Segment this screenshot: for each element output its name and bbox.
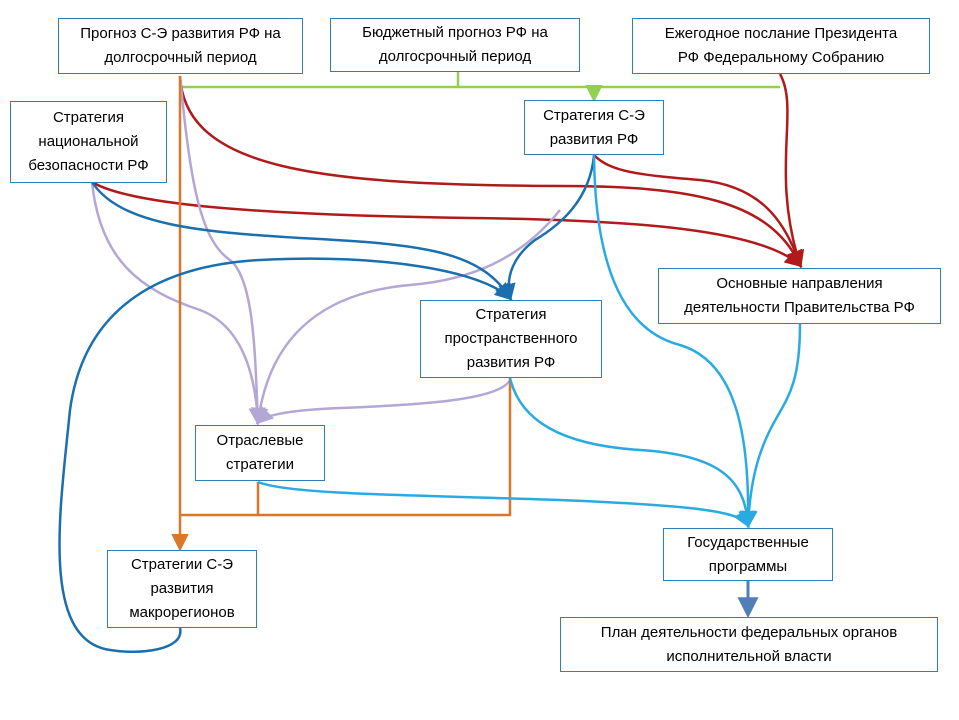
node-spatial-strategy-label: Стратегия пространственного развития РФ: [444, 306, 578, 371]
node-national-security-label: Стратегия национальной безопасности РФ: [28, 109, 149, 174]
dblue-macroregions-to-spatial: [58, 257, 513, 653]
red-security-to-directions: [91, 180, 803, 268]
node-federal-plan: План деятельности федеральных органов ис…: [560, 617, 938, 672]
light-blue-connectors: [257, 154, 802, 529]
lblue-se-strategy-to-programs: [592, 154, 758, 529]
dblue-security-to-spatial: [90, 181, 512, 301]
node-federal-plan-label: План деятельности федеральных органов ис…: [600, 623, 898, 665]
green-connectors: [180, 72, 780, 103]
red-connectors: [91, 73, 805, 269]
node-sector-strategies: Отраслевые стратегии: [195, 425, 325, 481]
red-forecast-to-directions: [178, 75, 803, 269]
node-spatial-strategy: Стратегия пространственного развития РФ: [420, 300, 602, 378]
node-president-message-label: Ежегодное послание Президента РФ Федерал…: [664, 25, 898, 66]
node-national-security: Стратегия национальной безопасности РФ: [10, 101, 167, 183]
lblue-sector-to-programs: [257, 480, 750, 529]
lavender-connectors: [90, 75, 561, 426]
dblue-se-strategy-to-spatial: [498, 154, 596, 302]
node-president-message: Ежегодное послание Президента РФ Федерал…: [632, 18, 930, 74]
node-se-strategy-label: Стратегия С-Э развития РФ: [543, 106, 645, 148]
node-se-strategy: Стратегия С-Э развития РФ: [524, 100, 664, 155]
lavender-spatial-to-sector: [255, 379, 512, 425]
lavender-se-strategy-to-sector: [251, 209, 561, 426]
orange-spatial-joint: [258, 378, 512, 517]
node-macroregion-strategies: Стратегии С-Э развития макрорегионов: [107, 550, 257, 628]
node-sector-strategies-label: Отраслевые стратегии: [216, 432, 304, 473]
orange-connectors: [171, 76, 512, 552]
node-forecast-se-label: Прогноз С-Э развития РФ на долгосрочный …: [80, 25, 281, 66]
node-budget-forecast-label: Бюджетный прогноз РФ на долгосрочный пер…: [362, 24, 548, 65]
lblue-directions-to-programs: [740, 323, 802, 529]
orange-sector-joint: [180, 482, 260, 517]
node-macroregion-strategies-label: Стратегии С-Э развития макрорегионов: [129, 556, 235, 621]
dark-blue-connectors: [58, 154, 596, 653]
red-se-strategy-to-directions: [593, 154, 804, 269]
node-government-directions-label: Основные направления деятельности Правит…: [684, 275, 915, 316]
lavender-forecast-to-sector: [178, 75, 267, 426]
node-forecast-se: Прогноз С-Э развития РФ на долгосрочный …: [58, 18, 303, 74]
node-budget-forecast: Бюджетный прогноз РФ на долгосрочный пер…: [330, 18, 580, 72]
red-president-to-directions: [778, 73, 805, 269]
lblue-spatial-to-programs: [508, 377, 756, 529]
node-state-programs-label: Государственные программы: [687, 533, 809, 575]
node-state-programs: Государственные программы: [663, 528, 833, 581]
lavender-security-to-sector: [90, 181, 266, 426]
node-government-directions: Основные направления деятельности Правит…: [658, 268, 941, 324]
